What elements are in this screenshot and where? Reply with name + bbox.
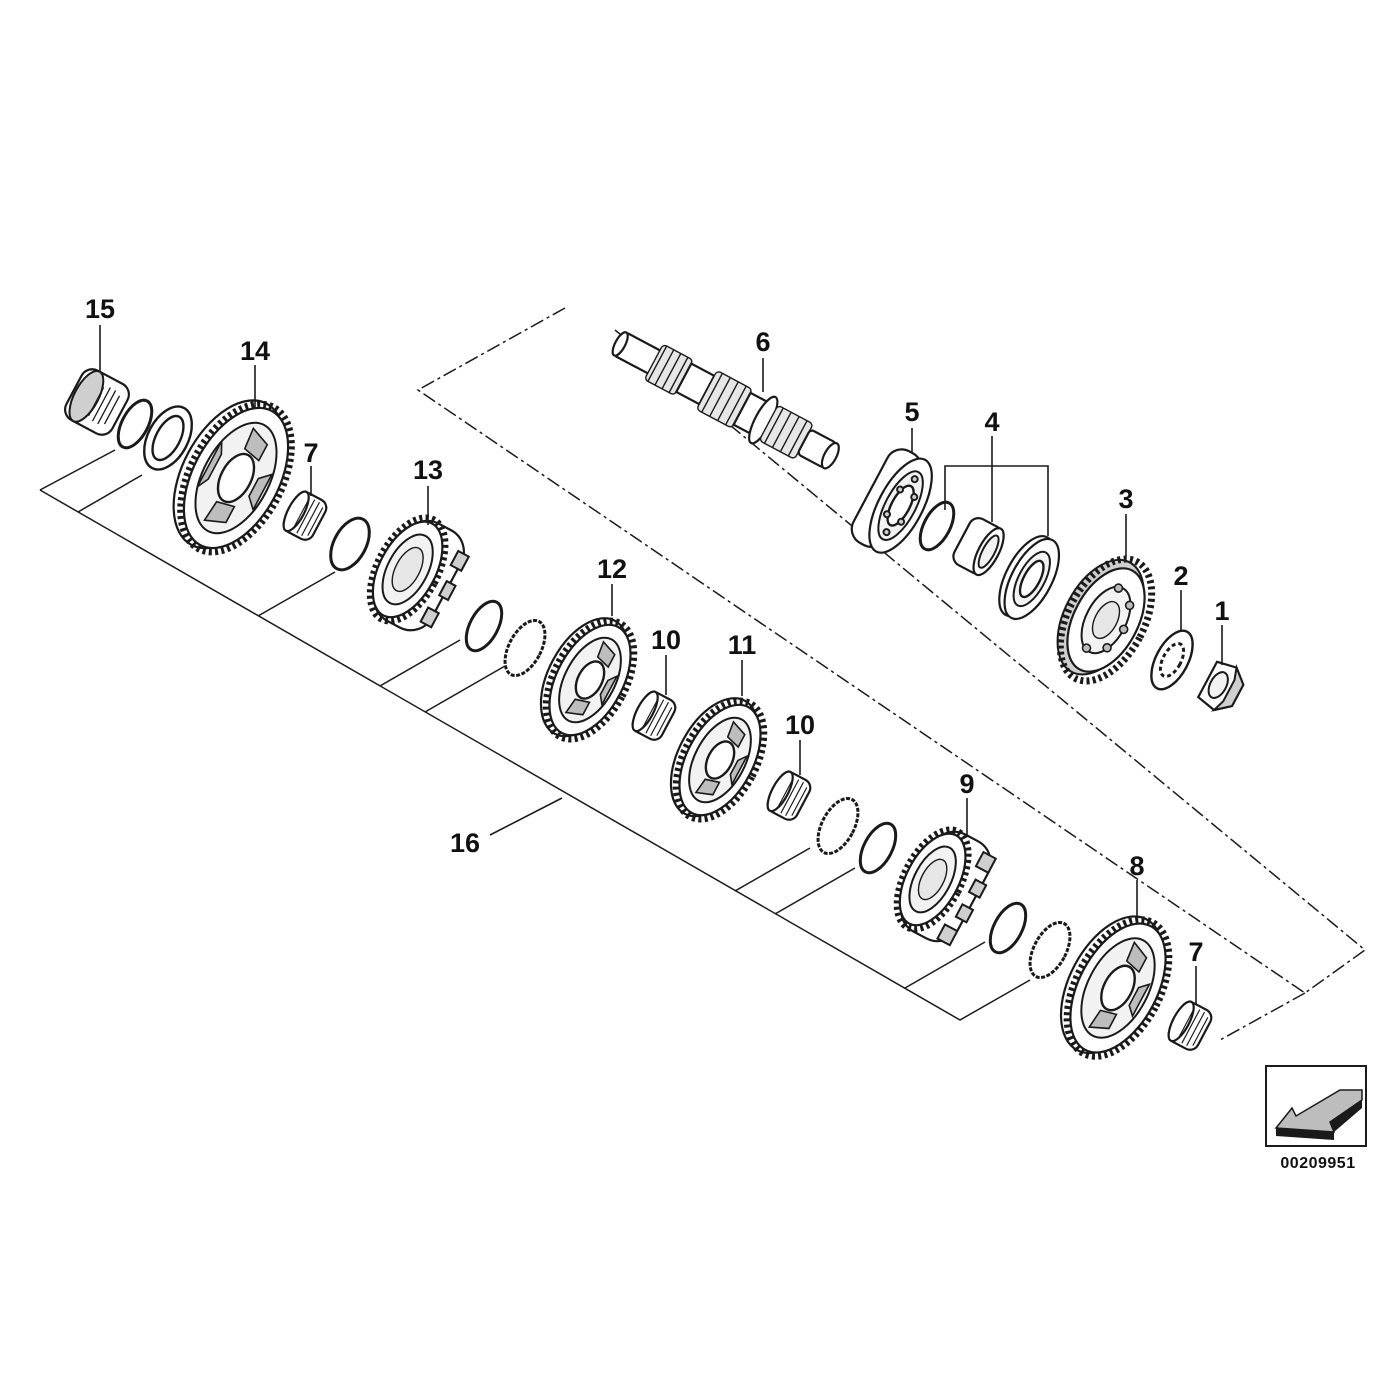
callout-6: 6 [755, 327, 770, 357]
circlip[interactable] [983, 898, 1033, 959]
shaft-axis-outline [416, 307, 1367, 1041]
callout-4: 4 [984, 407, 999, 437]
part-11-gear-wheel[interactable] [653, 684, 782, 834]
part-1-hex-nut[interactable] [1196, 658, 1249, 716]
splined-washer[interactable] [810, 792, 866, 860]
part-15-needle-bearing[interactable] [61, 365, 133, 439]
callout-3: 3 [1118, 484, 1133, 514]
part-4-spacer-sleeve[interactable] [950, 515, 1010, 580]
catalog-number: 00209951 [1280, 1155, 1355, 1172]
front-direction-arrow-icon [1265, 1065, 1367, 1147]
leader-lines [99, 325, 1223, 1005]
callout-9: 9 [959, 769, 974, 799]
callout-10-first: 10 [651, 625, 681, 655]
part-7-needle-bearing[interactable] [1164, 998, 1215, 1053]
part-4-o-ring[interactable] [913, 497, 960, 555]
part-7-needle-bearing[interactable] [279, 488, 330, 543]
callout-7-top: 7 [303, 438, 318, 468]
callout-2: 2 [1173, 561, 1188, 591]
callout-5: 5 [904, 397, 919, 427]
callout-11: 11 [728, 630, 757, 660]
gear-set-assembly-bracket [39, 449, 1031, 1021]
splined-washer[interactable] [497, 614, 553, 682]
part-5-ball-bearing[interactable] [846, 444, 944, 562]
part-3-sprocket[interactable] [1038, 542, 1171, 696]
part-10-needle-bearing[interactable] [628, 688, 679, 743]
circlip[interactable] [459, 596, 509, 657]
callout-13: 13 [413, 455, 443, 485]
callout-7-bottom: 7 [1188, 937, 1203, 967]
part-2-lock-washer[interactable] [1143, 624, 1201, 696]
thrust-washer[interactable] [323, 512, 378, 576]
thrust-washer-hole [151, 414, 185, 462]
callout-1: 1 [1214, 596, 1229, 626]
part-12-gear-wheel[interactable] [523, 604, 652, 754]
splined-washer[interactable] [1022, 916, 1078, 984]
part-4-shaft-seal[interactable] [988, 528, 1070, 627]
callout-10-second: 10 [785, 710, 815, 740]
callout-15: 15 [85, 294, 115, 324]
callout-12: 12 [597, 554, 627, 584]
callout-16: 16 [450, 828, 480, 858]
callout-labels: 15 14 7 13 12 10 11 10 9 8 7 6 5 4 3 2 1… [85, 294, 1230, 967]
callout-8: 8 [1129, 851, 1144, 881]
circlip[interactable] [111, 395, 158, 453]
circlip[interactable] [853, 818, 903, 879]
part-8-gear-wheel[interactable] [1040, 900, 1190, 1073]
part-13-shift-gear[interactable] [355, 506, 478, 642]
part-6-output-shaft[interactable] [604, 319, 848, 482]
part-14-gear-wheel[interactable] [151, 382, 314, 570]
part-9-shift-gear[interactable] [882, 818, 1003, 952]
part-10-needle-bearing[interactable] [763, 768, 814, 823]
callout-14: 14 [240, 336, 270, 366]
